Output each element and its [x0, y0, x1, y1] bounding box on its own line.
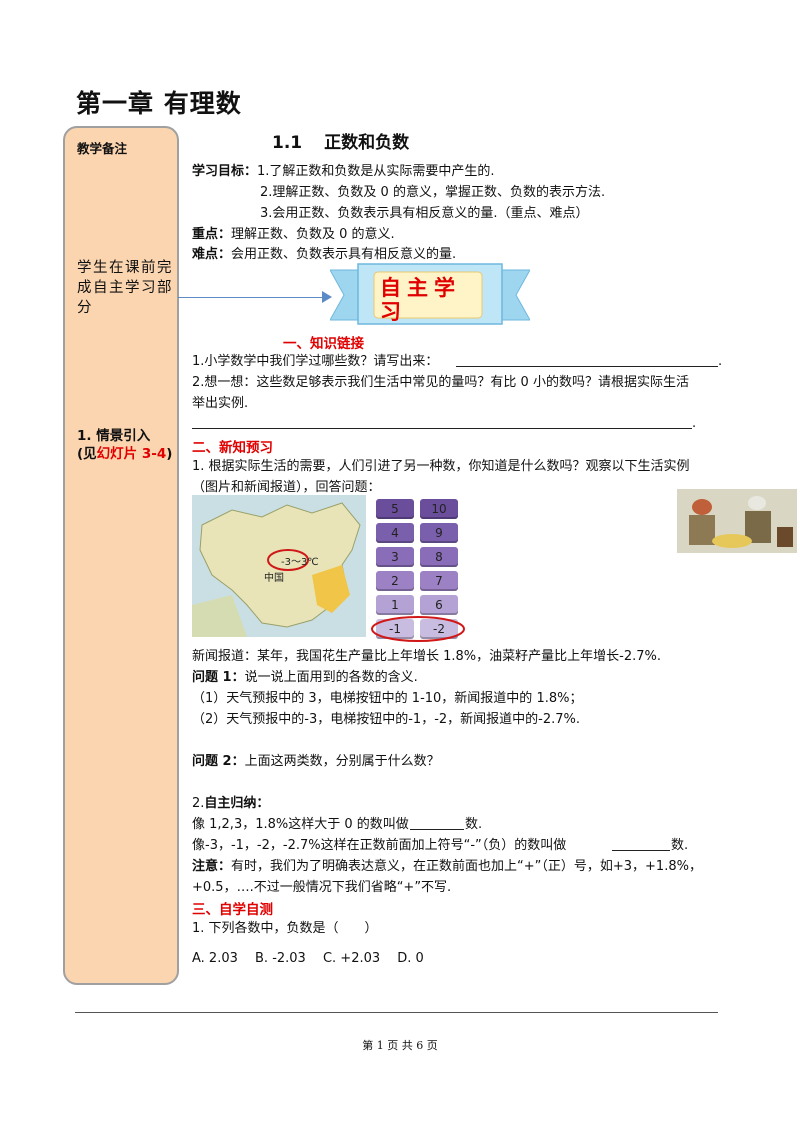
- sidebar-heading: 教学备注: [77, 141, 128, 156]
- question-2-text: 上面这两类数，分别属于什么数？: [244, 754, 440, 769]
- question-1-answer-2: （2）天气预报中的-3，电梯按钮中的-1，-2，新闻报道中的-2.7%.: [192, 712, 581, 727]
- key-minus-1: -1: [376, 619, 414, 639]
- news-report: 新闻报道：某年，我国花生产量比上年增长 1.8%，油菜籽产量比上年增长-2.7%…: [192, 649, 662, 664]
- note-line-2: +0.5，….不过一般情况下我们省略“+”不写.: [192, 880, 452, 895]
- question-2: 问题 2：上面这两类数，分别属于什么数？: [192, 752, 440, 772]
- question-1-answer-1: （1）天气预报中的 3，电梯按钮中的 1-10，新闻报道中的 1.8%；: [192, 691, 583, 706]
- summary-line-2: 像-3，-1，-2，-2.7%这样在正数前面加上符号“-”（负）的数叫做: [192, 838, 567, 853]
- q1-period: .: [718, 354, 723, 369]
- key-9: 9: [420, 523, 458, 543]
- knowledge-link-heading: 一、知识链接: [283, 336, 364, 352]
- difficulty-label: 难点：: [192, 247, 232, 262]
- q2-period: .: [692, 416, 697, 431]
- link-question-1: 1.小学数学中我们学过哪些数？请写出来：: [192, 354, 439, 369]
- preview-heading: 二、新知预习: [192, 440, 273, 456]
- intro-open: (见: [77, 446, 97, 462]
- sidebar-intro: 1. 情景引入 (见幻灯片 3-4): [77, 427, 173, 463]
- link-question-2-line-2: 举出实例.: [192, 396, 249, 411]
- key-5: 5: [376, 499, 414, 519]
- preview-intro-line-1: 1. 根据实际生活的需要，人们引进了另一种数，你知道是什么数吗？观察以下生活实例: [192, 459, 690, 474]
- summary-label: 自主归纳：: [204, 796, 270, 811]
- question-1-text: 说一说上面用到的各数的含义.: [244, 670, 418, 685]
- section-name: 正数和负数: [324, 133, 410, 153]
- self-test-heading: 三、自学自测: [192, 902, 273, 918]
- banner-title: 自主学习: [380, 276, 461, 324]
- objective-3: 3.会用正数、负数表示具有相反意义的量.（重点、难点）: [260, 206, 589, 221]
- key-minus-2: -2: [420, 619, 458, 639]
- note-text-1: 有时，我们为了明确表达意义，在正数前面也加上“+”（正）号，如+3，+1.8%，: [231, 859, 702, 874]
- objectives-line-1: 学习目标：1.了解正数和负数是从实际需要中产生的.: [192, 162, 495, 182]
- objectives-label: 学习目标：: [192, 164, 258, 179]
- preview-intro-line-2: （图片和新闻报道），回答问题：: [192, 480, 381, 495]
- china-map-image: -3～3℃ 中国: [192, 495, 366, 637]
- question-1: 问题 1：说一说上面用到的各数的含义.: [192, 668, 418, 688]
- objective-2: 2.理解正数、负数及 0 的意义，掌握正数、负数的表示方法.: [260, 185, 606, 200]
- summary-line-1: 像 1,2,3，1.8%这样大于 0 的数叫做: [192, 817, 409, 832]
- key-point-text: 理解正数、负数及 0 的意义.: [231, 227, 395, 242]
- objective-1: 1.了解正数和负数是从实际需要中产生的.: [257, 164, 495, 179]
- arrow-line: [178, 297, 324, 298]
- question-2-label: 问题 2：: [192, 754, 245, 769]
- key-1: 1: [376, 595, 414, 615]
- self-test-question: 1. 下列各数中，负数是（ ）: [192, 921, 378, 936]
- footer-divider: [75, 1012, 718, 1013]
- map-region-label: 中国: [264, 571, 284, 584]
- answer-line-2[interactable]: [192, 428, 692, 429]
- key-8: 8: [420, 547, 458, 567]
- key-3: 3: [376, 547, 414, 567]
- difficulty: 难点：会用正数、负数表示具有相反意义的量.: [192, 245, 456, 265]
- summary-line-1-end: 数.: [465, 817, 483, 832]
- link-question-2-line-1: 2.想一想：这些数足够表示我们生活中常见的量吗？有比 0 小的数吗？请根据实际生…: [192, 375, 689, 390]
- blank-negative[interactable]: [612, 850, 670, 851]
- note-line-1: 注意：有时，我们为了明确表达意义，在正数前面也加上“+”（正）号，如+3，+1.…: [192, 857, 702, 877]
- negative-keys-highlight: [371, 616, 465, 642]
- teaching-notes-sidebar: [63, 126, 179, 985]
- intro-close: ): [166, 446, 173, 462]
- key-point-label: 重点：: [192, 227, 232, 242]
- elevator-keypad: 5 10 4 9 3 8 2 7 1 6 -1 -2: [374, 497, 460, 639]
- key-point: 重点：理解正数、负数及 0 的意义.: [192, 225, 395, 245]
- question-1-label: 问题 1：: [192, 670, 245, 685]
- sidebar-note: 学生在课前完成自主学习部分: [77, 260, 173, 316]
- key-2: 2: [376, 571, 414, 591]
- summary-number: 2.: [192, 796, 205, 811]
- difficulty-text: 会用正数、负数表示具有相反意义的量.: [231, 247, 457, 262]
- sidebar-intro-title: 1. 情景引入: [77, 428, 151, 444]
- key-7: 7: [420, 571, 458, 591]
- note-label: 注意：: [192, 859, 232, 874]
- chapter-title: 第一章 有理数: [76, 89, 242, 118]
- page-footer: 第 1 页 共 6 页: [362, 1039, 438, 1052]
- arrow-icon: [322, 291, 332, 303]
- key-4: 4: [376, 523, 414, 543]
- self-test-options: A. 2.03 B. -2.03 C. +2.03 D. 0: [192, 951, 424, 966]
- slide-reference: 幻灯片 3-4: [96, 446, 167, 462]
- illustration-photo: [677, 489, 797, 553]
- summary-line-2-end: 数.: [671, 838, 689, 853]
- section-number: 1.1: [272, 133, 303, 153]
- blank-positive[interactable]: [410, 829, 464, 830]
- summary-heading: 2.自主归纳：: [192, 794, 269, 814]
- key-6: 6: [420, 595, 458, 615]
- answer-line-1[interactable]: [456, 366, 718, 367]
- sidebar-intro-ref: (见幻灯片 3-4): [77, 445, 173, 463]
- map-temperature: -3～3℃: [281, 557, 319, 568]
- banner-ribbon-icon: [330, 263, 530, 325]
- section-title: 1.1 正数和负数: [272, 128, 431, 153]
- key-10: 10: [420, 499, 458, 519]
